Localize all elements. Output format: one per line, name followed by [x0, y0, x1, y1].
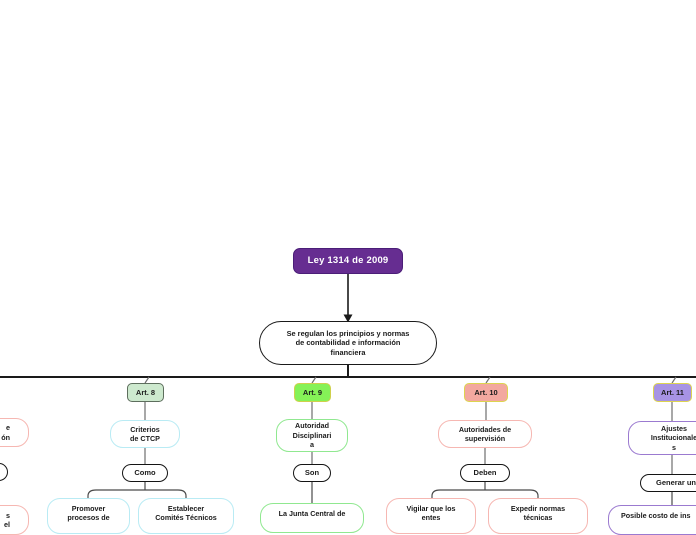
topic-criterios-ctcp[interactable]: Criterios de CTCP [110, 420, 180, 448]
summary-node[interactable]: Se regulan los principios y normas de co… [259, 321, 437, 365]
child-promover-procesos[interactable]: Promover procesos de [47, 498, 130, 534]
child-vigilar-entes[interactable]: Vigilar que los entes [386, 498, 476, 534]
partial-left-topic[interactable]: e ón [0, 418, 29, 447]
partial-left-child[interactable]: s el [0, 505, 29, 535]
connector-como[interactable]: Como [122, 464, 168, 482]
child-establecer-comites[interactable]: Establecer Comités Técnicos [138, 498, 234, 534]
bracket-deben-children [431, 489, 539, 498]
art9-label-node[interactable]: Art. 9 [294, 383, 331, 402]
stub-art10 [485, 376, 491, 384]
child-posible-costo[interactable]: Posible costo de ins [608, 505, 696, 535]
connector-son[interactable]: Son [293, 464, 331, 482]
child-expedir-normas[interactable]: Expedir normas técnicas [488, 498, 588, 534]
connector-deben[interactable]: Deben [460, 464, 510, 482]
connector-generar-un[interactable]: Generar un [640, 474, 696, 492]
arrowhead-down-icon [343, 314, 353, 323]
art8-label-node[interactable]: Art. 8 [127, 383, 164, 402]
art11-label-node[interactable]: Art. 11 [653, 383, 692, 402]
root-node-ley-1314[interactable]: Ley 1314 de 2009 [293, 248, 403, 274]
child-junta-central[interactable]: La Junta Central de [260, 503, 364, 533]
stub-art8 [144, 376, 150, 384]
stub-art11 [671, 376, 677, 384]
connector-lines [0, 274, 696, 505]
stub-art9 [311, 376, 317, 384]
topic-autoridad-disciplinaria[interactable]: Autoridad Disciplinari a [276, 419, 348, 452]
art10-label-node[interactable]: Art. 10 [464, 383, 508, 402]
topic-ajustes-institucionales[interactable]: Ajustes Institucionale s [628, 421, 696, 455]
bracket-como-children [87, 489, 187, 498]
topic-autoridades-supervision[interactable]: Autoridades de supervisión [438, 420, 532, 448]
